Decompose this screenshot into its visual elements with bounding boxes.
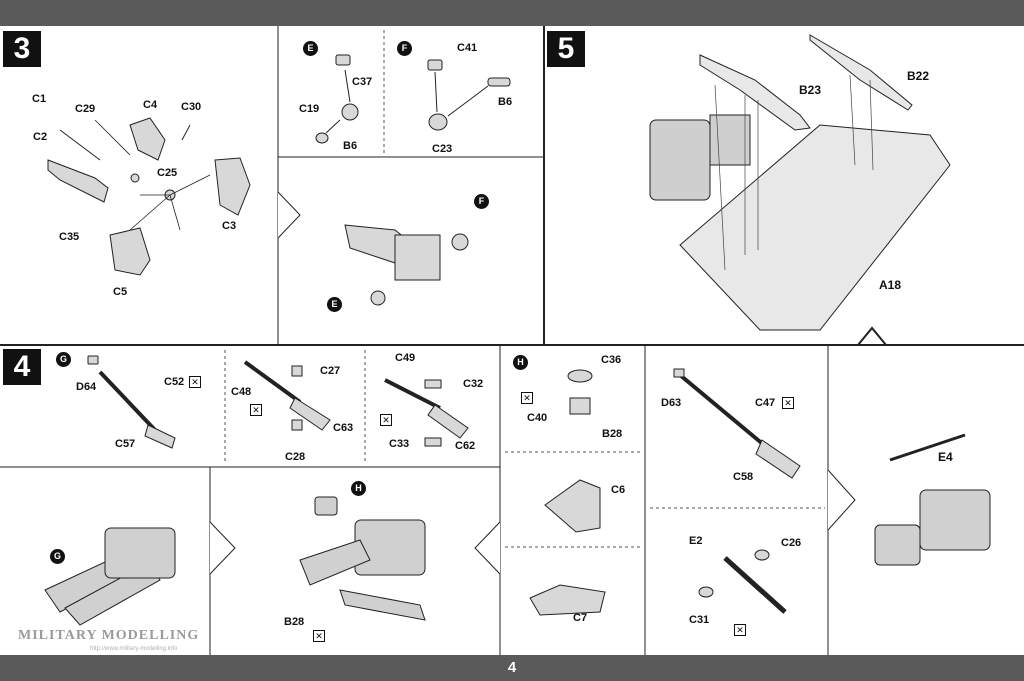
part-label-d63: D63 bbox=[661, 397, 682, 409]
part-label-c30: C30 bbox=[181, 101, 202, 113]
sub-step-marker-g: G bbox=[56, 352, 71, 367]
step-number-5: 5 bbox=[547, 31, 585, 67]
step-number-4: 4 bbox=[3, 349, 41, 385]
part-label-c27: C27 bbox=[320, 365, 341, 377]
part-label-e2: E2 bbox=[689, 535, 703, 547]
part-label-b28-assembly: B28 bbox=[284, 616, 305, 628]
part-label-c37: C37 bbox=[352, 76, 373, 88]
top-bar bbox=[0, 0, 1024, 26]
page-number: 4 bbox=[507, 659, 517, 676]
assembly-marker-g: G bbox=[50, 549, 65, 564]
part-label-c25: C25 bbox=[157, 167, 178, 179]
part-label-c33: C33 bbox=[389, 438, 410, 450]
part-label-e4: E4 bbox=[938, 450, 953, 464]
assembly-marker-e: E bbox=[327, 297, 342, 312]
cut-mark-icon: ✕ bbox=[521, 392, 533, 404]
part-label-c29: C29 bbox=[75, 103, 96, 115]
part-label-b6-e: B6 bbox=[343, 140, 358, 152]
part-label-c31: C31 bbox=[689, 614, 710, 626]
part-label-c19: C19 bbox=[299, 103, 320, 115]
part-label-c4: C4 bbox=[143, 99, 158, 111]
assembly-marker-h: H bbox=[351, 481, 366, 496]
part-label-b23: B23 bbox=[799, 83, 822, 97]
part-label-b22: B22 bbox=[907, 69, 930, 83]
part-label-c62: C62 bbox=[455, 440, 476, 452]
part-label-c47: C47 bbox=[755, 397, 776, 409]
part-label-c28: C28 bbox=[285, 451, 306, 463]
cut-mark-icon: ✕ bbox=[782, 397, 794, 409]
part-label-c36: C36 bbox=[601, 354, 622, 366]
cut-mark-icon: ✕ bbox=[734, 624, 746, 636]
part-label-d64: D64 bbox=[76, 381, 97, 393]
bottom-bar: 4 bbox=[0, 655, 1024, 681]
cut-mark-icon: ✕ bbox=[250, 404, 262, 416]
part-label-c1: C1 bbox=[32, 93, 47, 105]
part-label-c48: C48 bbox=[231, 386, 252, 398]
sub-step-marker-f: F bbox=[397, 41, 412, 56]
part-label-c52: C52 bbox=[164, 376, 185, 388]
part-label-c63: C63 bbox=[333, 422, 354, 434]
part-label-c41: C41 bbox=[457, 42, 478, 54]
part-label-c35: C35 bbox=[59, 231, 80, 243]
part-label-c40: C40 bbox=[527, 412, 548, 424]
step-number-3: 3 bbox=[3, 31, 41, 67]
part-label-c2: C2 bbox=[33, 131, 48, 143]
part-label-c7: C7 bbox=[573, 612, 588, 624]
part-label-c57: C57 bbox=[115, 438, 136, 450]
cut-mark-icon: ✕ bbox=[380, 414, 392, 426]
part-label-b28-h: B28 bbox=[602, 428, 623, 440]
part-label-c26: C26 bbox=[781, 537, 802, 549]
cut-mark-icon: ✕ bbox=[313, 630, 325, 642]
assembly-marker-f: F bbox=[474, 194, 489, 209]
part-label-c32: C32 bbox=[463, 378, 484, 390]
part-label-c58: C58 bbox=[733, 471, 754, 483]
sub-step-marker-e: E bbox=[303, 41, 318, 56]
part-label-c6: C6 bbox=[611, 484, 626, 496]
part-label-c3: C3 bbox=[222, 220, 237, 232]
part-label-c23: C23 bbox=[432, 143, 453, 155]
cut-mark-icon: ✕ bbox=[189, 376, 201, 388]
watermark-text: MILITARY MODELLING bbox=[18, 628, 200, 643]
part-label-c49: C49 bbox=[395, 352, 416, 364]
part-label-b6-f: B6 bbox=[498, 96, 513, 108]
part-label-c5: C5 bbox=[113, 286, 128, 298]
part-label-a18: A18 bbox=[879, 278, 902, 292]
sub-step-marker-h: H bbox=[513, 355, 528, 370]
watermark-url: http://www.military-modelling.info bbox=[90, 646, 178, 652]
